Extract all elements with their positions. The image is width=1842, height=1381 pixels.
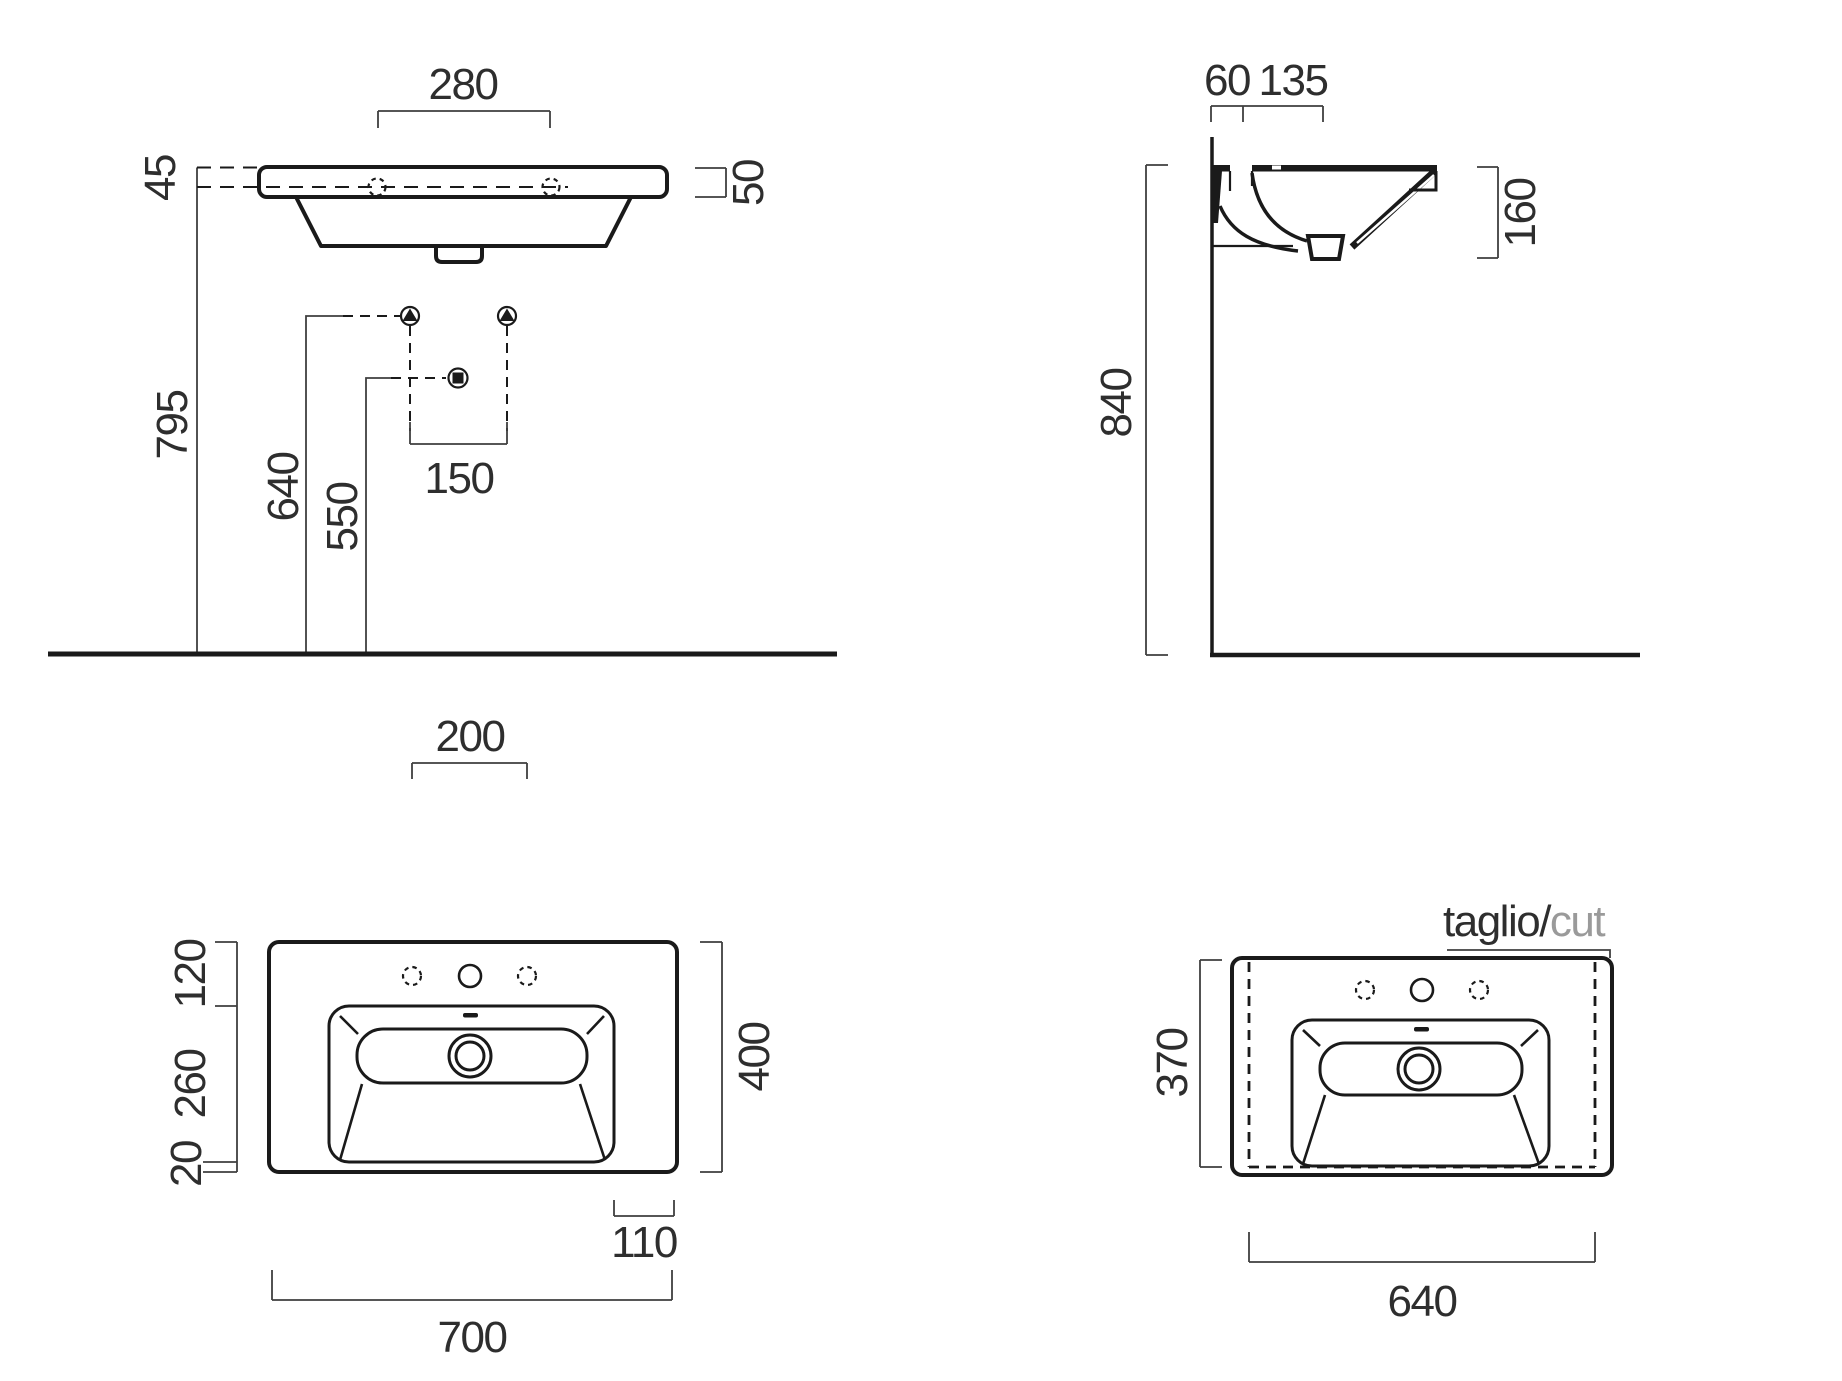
- dim-label-45: 45: [136, 155, 185, 201]
- dim-line-840: [1145, 164, 1168, 656]
- dim-bracket-160: [1477, 166, 1499, 259]
- tap-hole-left-icon: [367, 177, 387, 197]
- tap-hole-left-plan: [401, 965, 423, 987]
- tap-hole-centre-cut: [1409, 977, 1435, 1003]
- drain-outer-cut: [1396, 1046, 1442, 1092]
- dim-label-640: 640: [1388, 1277, 1457, 1326]
- bowl-outline-cut: [1290, 1018, 1551, 1168]
- dim-stack-left: [203, 941, 238, 1173]
- dim-label-795: 795: [148, 391, 197, 460]
- bowl-corner-lines-cut: [1301, 1029, 1541, 1165]
- basin-section: [1211, 164, 1438, 261]
- dim-label-160: 160: [1496, 179, 1545, 248]
- dim-bracket-150: [409, 422, 508, 445]
- dim-label-60: 60: [1204, 56, 1250, 105]
- dim-label-150: 150: [425, 454, 494, 503]
- section-rear-wall: [1211, 171, 1222, 223]
- dim-label-50: 50: [724, 160, 773, 206]
- drain-outer-plan: [447, 1033, 493, 1079]
- label-taglio: taglio: [1443, 897, 1539, 946]
- cut-leader-line: [1447, 949, 1611, 958]
- dim-line-370: [1199, 959, 1222, 1168]
- tap-hole-right-cut: [1468, 979, 1490, 1001]
- dim-line-550: [365, 377, 391, 654]
- bowl-outline-front: [294, 196, 633, 248]
- dim-label-135: 135: [1259, 56, 1328, 105]
- bowl-shelf-plan: [355, 1027, 589, 1085]
- section-deck: [1211, 165, 1437, 172]
- supply-drop-lines: [409, 326, 508, 431]
- overflow-slot-cut: [1414, 1027, 1429, 1032]
- section-drain-box: [1305, 234, 1346, 261]
- front-view: 280 45 795 640: [48, 60, 837, 657]
- dim-bracket-200: [411, 762, 528, 779]
- dim-line-640: [305, 315, 343, 654]
- label-cut: cut: [1550, 897, 1605, 946]
- dim-label-400: 400: [730, 1023, 779, 1092]
- drain-symbol-icon: [447, 367, 469, 389]
- drain-stub-front: [434, 247, 484, 264]
- basin-outline-cut: [1230, 956, 1614, 1177]
- dim-label-260: 260: [166, 1050, 215, 1119]
- section-front-lip: [1409, 171, 1438, 192]
- plan-view: 200 120 260 20 400 110 700: [162, 712, 779, 1362]
- supply-symbol-right-icon: [496, 305, 518, 327]
- side-view: 60 135 840 160: [1092, 56, 1640, 658]
- section-bowl-rear-inner: [1250, 172, 1308, 243]
- dim-label-110: 110: [611, 1218, 677, 1267]
- drain-inner-plan: [454, 1040, 486, 1072]
- basin-rim-front: [257, 165, 669, 199]
- dim-bracket-110: [613, 1200, 675, 1217]
- dim-bracket-50: [695, 167, 727, 198]
- cut-dashed-outline: [1247, 962, 1597, 1169]
- tap-hole-right-plan: [516, 965, 538, 987]
- dim-label-120: 120: [166, 940, 215, 1009]
- dim-label-370: 370: [1148, 1029, 1197, 1098]
- bowl-shelf-cut: [1318, 1041, 1524, 1097]
- dim-label-550: 550: [318, 483, 367, 552]
- tap-hole-right-icon: [541, 177, 561, 197]
- basin-outline-plan: [267, 940, 679, 1174]
- dim-label-640: 640: [259, 453, 308, 522]
- drain-inner-cut: [1403, 1053, 1435, 1085]
- dim-label-840: 840: [1092, 369, 1141, 438]
- dim-bracket-700: [271, 1270, 673, 1301]
- tap-hole-centre-plan: [457, 963, 483, 989]
- dim-bracket-280: [377, 110, 551, 128]
- cut-callout-label: taglio/cut: [1443, 897, 1605, 946]
- dim-label-200: 200: [436, 712, 505, 761]
- dim-label-20: 20: [162, 1141, 211, 1187]
- bowl-corner-lines-plan: [338, 1015, 607, 1161]
- bowl-outline-plan: [327, 1004, 616, 1164]
- supply-symbol-left-icon: [399, 305, 421, 327]
- tap-hole-left-cut: [1354, 979, 1376, 1001]
- overflow-slot-plan: [463, 1013, 478, 1018]
- dim-bracket-60-135: [1210, 105, 1324, 122]
- dim-label-280: 280: [429, 60, 498, 109]
- dim-label-700: 700: [438, 1313, 507, 1362]
- dim-bracket-640: [1248, 1232, 1596, 1263]
- dim-line-400: [700, 941, 723, 1173]
- section-bowl-rear-outer: [1218, 205, 1299, 253]
- cut-view: taglio/cut 370 640: [1148, 897, 1614, 1326]
